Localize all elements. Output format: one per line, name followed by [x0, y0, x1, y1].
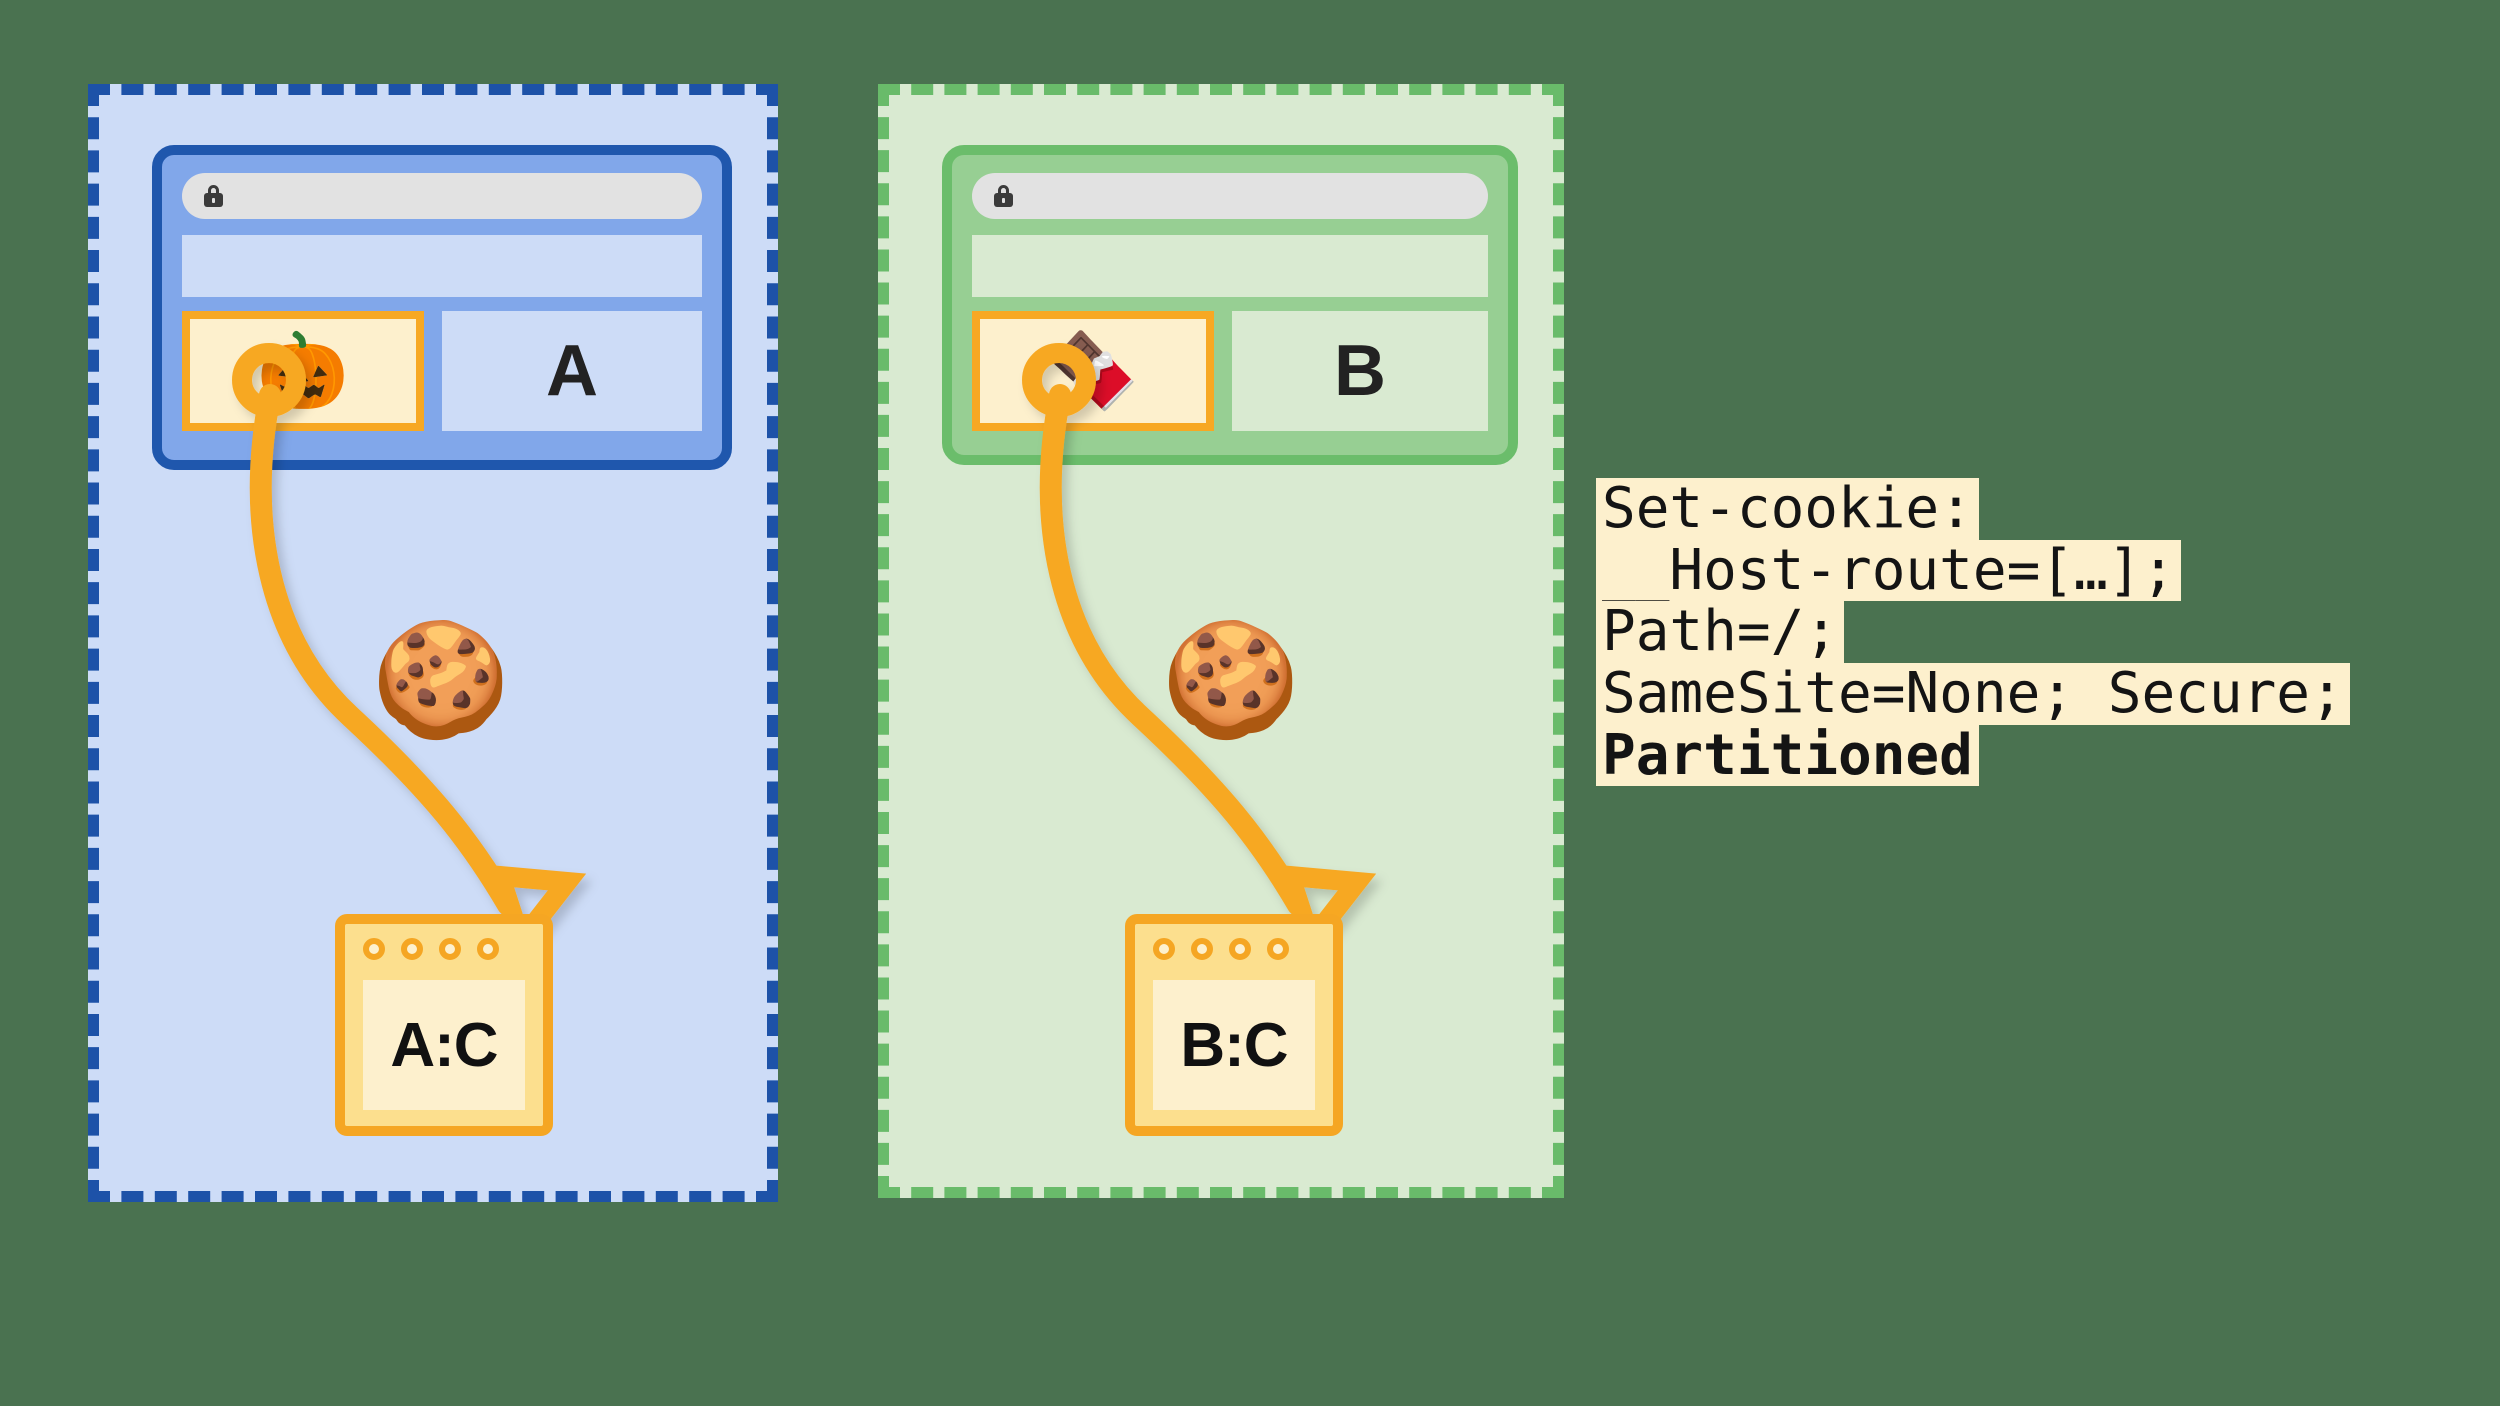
browser-window-b: 🍫 B: [942, 145, 1518, 465]
jar-dot: [1191, 938, 1213, 960]
url-bar-a[interactable]: [182, 173, 702, 219]
page-content-strip-b: [972, 235, 1488, 297]
cookie-icon: 🍪: [1161, 617, 1301, 742]
jar-b-dots: [1153, 938, 1289, 960]
set-cookie-code-block: Set-cookie: __Host-route=[…]; Path=/; Sa…: [1596, 478, 2350, 787]
cookie-icon: 🍪: [371, 617, 511, 742]
jar-dot: [477, 938, 499, 960]
site-letter-a: A: [442, 311, 702, 431]
page-content-strip-a: [182, 235, 702, 297]
lock-icon: [994, 185, 1013, 207]
code-line: __Host-route=[…];: [1596, 539, 2182, 602]
lock-icon: [204, 185, 223, 207]
code-line-partitioned: Partitioned: [1596, 724, 1979, 787]
code-line: Path=/;: [1596, 601, 1845, 664]
pumpkin-icon: 🎃: [256, 329, 350, 412]
page-row-a: 🎃 A: [182, 311, 702, 431]
jar-b-label: B:C: [1153, 980, 1315, 1110]
cookie-jar-b: B:C: [1125, 914, 1343, 1136]
jar-dot: [1229, 938, 1251, 960]
page-row-b: 🍫 B: [972, 311, 1488, 431]
jar-dot: [363, 938, 385, 960]
chocolate-bar-icon: 🍫: [1046, 329, 1140, 412]
cookie-jar-a: A:C: [335, 914, 553, 1136]
browser-window-a: 🎃 A: [152, 145, 732, 470]
jar-dot: [439, 938, 461, 960]
site-letter-b: B: [1232, 311, 1488, 431]
jar-a-dots: [363, 938, 499, 960]
code-line: SameSite=None; Secure;: [1596, 663, 2350, 725]
embedded-iframe-thumbnail-b: 🍫: [972, 311, 1214, 431]
jar-a-label: A:C: [363, 980, 525, 1110]
embedded-iframe-thumbnail-a: 🎃: [182, 311, 424, 431]
jar-dot: [1267, 938, 1289, 960]
jar-dot: [401, 938, 423, 960]
url-bar-b[interactable]: [972, 173, 1488, 219]
code-line: Set-cookie:: [1596, 478, 1979, 540]
jar-dot: [1153, 938, 1175, 960]
